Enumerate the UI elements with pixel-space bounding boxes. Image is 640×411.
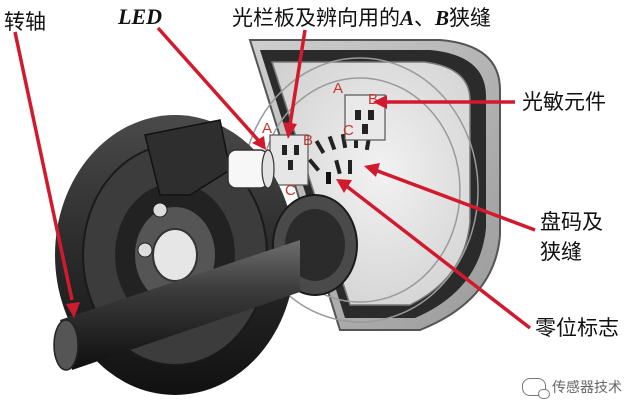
- zero-mark: [326, 172, 331, 184]
- label-disc-line1: 盘码及: [540, 210, 603, 234]
- label-led: LED: [118, 4, 162, 29]
- arrowhead-zero: [336, 179, 352, 193]
- label-grating-suffix: 狭缝: [449, 6, 492, 30]
- label-shaft: 转轴: [4, 10, 46, 34]
- slot-letter-top-b: B: [368, 91, 378, 108]
- arrowhead-led: [252, 136, 266, 150]
- arrow-led: [156, 26, 260, 142]
- label-photosensor: 光敏元件: [522, 90, 606, 114]
- arrow-shaft: [13, 31, 74, 301]
- slot-letter-top-c: C: [343, 122, 354, 139]
- arrow-disc: [374, 168, 536, 232]
- watermark-text: 传感器技术: [552, 380, 622, 396]
- label-grating-a: A: [400, 6, 415, 30]
- arrowhead-grating: [283, 122, 297, 139]
- arrowhead-shaft: [66, 302, 80, 318]
- label-grating-b: B: [435, 6, 450, 30]
- label-grating-sep: 、: [414, 6, 436, 30]
- label-grating: 光栏板及辨向用的A、B狭缝: [232, 8, 491, 29]
- label-grating-prefix: 光栏板及辨向用的: [232, 6, 400, 30]
- label-zero-mark: 零位标志: [535, 316, 619, 340]
- arrow-zero: [343, 183, 532, 330]
- pointer-arrows: [13, 26, 536, 330]
- arrowhead-disc: [364, 163, 380, 177]
- slot-letter-mid-a: A: [262, 120, 272, 137]
- grating-plate: A B C: [262, 120, 313, 199]
- slot-letter-mid-c: C: [285, 182, 296, 199]
- led-emitter: [227, 149, 275, 189]
- slot-letter-top-a: A: [333, 80, 343, 97]
- shaft: [53, 240, 300, 371]
- slot-letter-mid-b: B: [303, 132, 313, 149]
- arrow-grating: [288, 29, 307, 126]
- arrowhead-photo: [373, 95, 387, 109]
- photosensor-plate: A B C: [333, 80, 386, 141]
- label-disc-line2: 狭缝: [540, 240, 582, 264]
- wechat-icon: [522, 378, 550, 399]
- watermark: 传感器技术: [522, 377, 622, 399]
